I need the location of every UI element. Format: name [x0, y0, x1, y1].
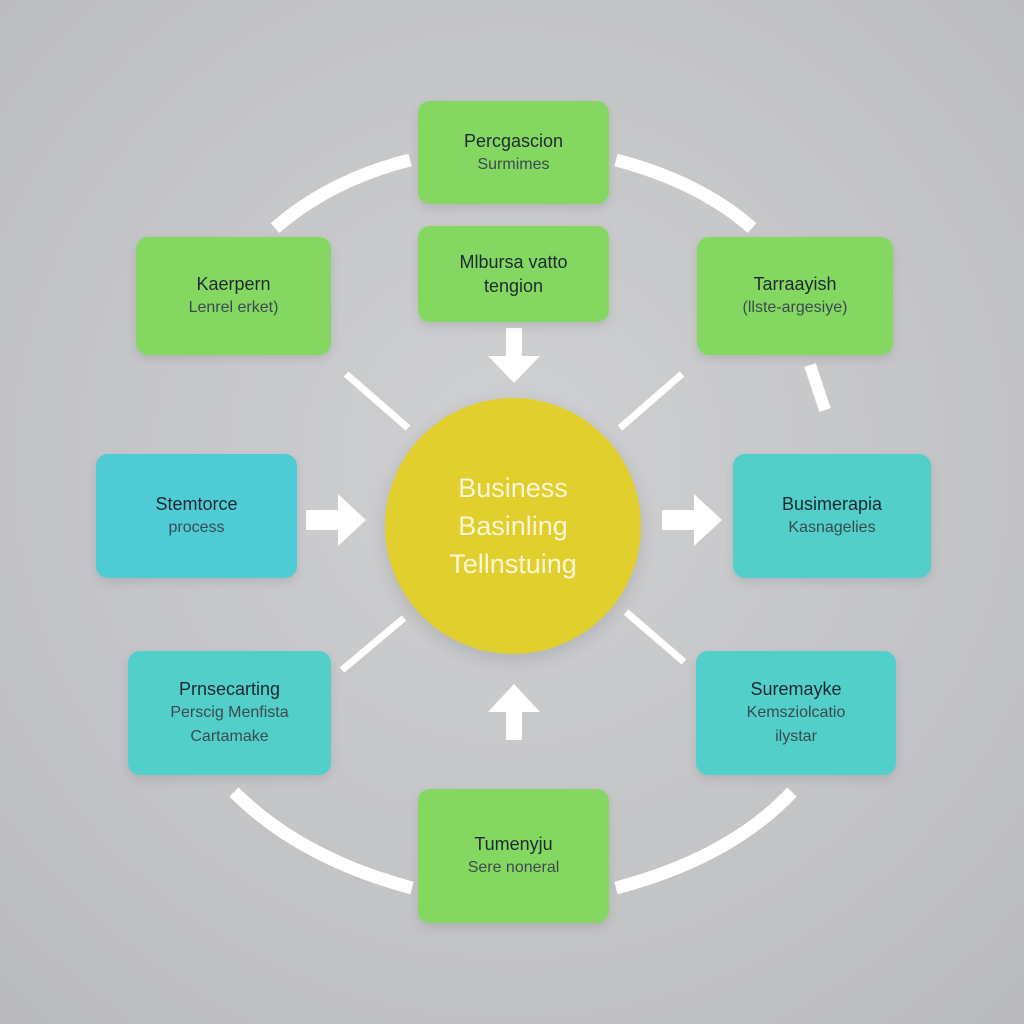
node-upper-right: Tarraayish (llste-argesiye) — [697, 237, 893, 355]
center-title-line3: Tellnstuing — [449, 549, 577, 579]
node-subtitle: Sere noneral — [467, 859, 560, 876]
node-lower-left: Prnsecarting Perscig Menfista Cartamake — [128, 651, 331, 775]
node-bottom: Tumenyju Sere noneral — [418, 789, 609, 923]
node-top: Percgascion Surmimes — [418, 101, 609, 204]
center-title-line2: Basinling — [458, 511, 568, 541]
arrow-right-icon — [662, 494, 722, 546]
diagonal-line-lower-right — [623, 609, 687, 665]
arrow-up-icon — [488, 684, 540, 740]
arc-connector-bottom-right — [614, 787, 797, 895]
node-title: Suremayke — [750, 679, 842, 699]
node-subtitle: Kasnagelies — [788, 519, 876, 536]
diagonal-connector-upper-right-drop — [804, 363, 831, 412]
arrow-down-icon — [488, 328, 540, 383]
node-title: Busimerapia — [781, 494, 883, 514]
center-title-line1: Business — [458, 473, 568, 503]
node-title: Tarraayish — [753, 274, 837, 294]
diagonal-line-upper-right — [617, 371, 685, 431]
node-lower-right: Suremayke Kemsziolcatio ilystar — [696, 651, 896, 775]
node-title: Mlbursa vatto — [459, 252, 568, 272]
node-subtitle: process — [168, 519, 225, 536]
node-subtitle-line2: Cartamake — [190, 728, 269, 745]
diagonal-line-upper-left — [343, 371, 411, 431]
node-upper-left: Kaerpern Lenrel erket) — [136, 237, 331, 355]
node-title: Percgascion — [463, 130, 564, 151]
node-title: Kaerpern — [196, 274, 271, 294]
node-upper-middle: Mlbursa vatto tengion — [418, 226, 609, 322]
node-left: Stemtorce process — [96, 454, 297, 578]
node-subtitle: Lenrel erket) — [188, 299, 279, 316]
diagonal-line-lower-left — [339, 615, 407, 673]
arc-connector-top-right — [614, 153, 757, 233]
node-right: Busimerapia Kasnagelies — [733, 454, 931, 578]
arrow-right-icon — [306, 494, 366, 546]
arc-connector-bottom-left — [229, 787, 414, 895]
node-subtitle: (llste-argesiye) — [742, 299, 848, 316]
node-subtitle-line2: ilystar — [775, 728, 817, 745]
node-title: Prnsecarting — [178, 679, 281, 699]
node-title: Stemtorce — [155, 494, 238, 514]
center-hub-circle: Business Basinling Tellnstuing — [385, 398, 641, 654]
arc-connector-top-left — [270, 153, 412, 233]
node-subtitle: Surmimes — [477, 155, 550, 173]
node-subtitle: Kemsziolcatio — [746, 704, 846, 721]
node-title: Tumenyju — [474, 834, 553, 854]
node-subtitle: Perscig Menfista — [170, 704, 289, 721]
node-title-line2: tengion — [483, 276, 544, 296]
